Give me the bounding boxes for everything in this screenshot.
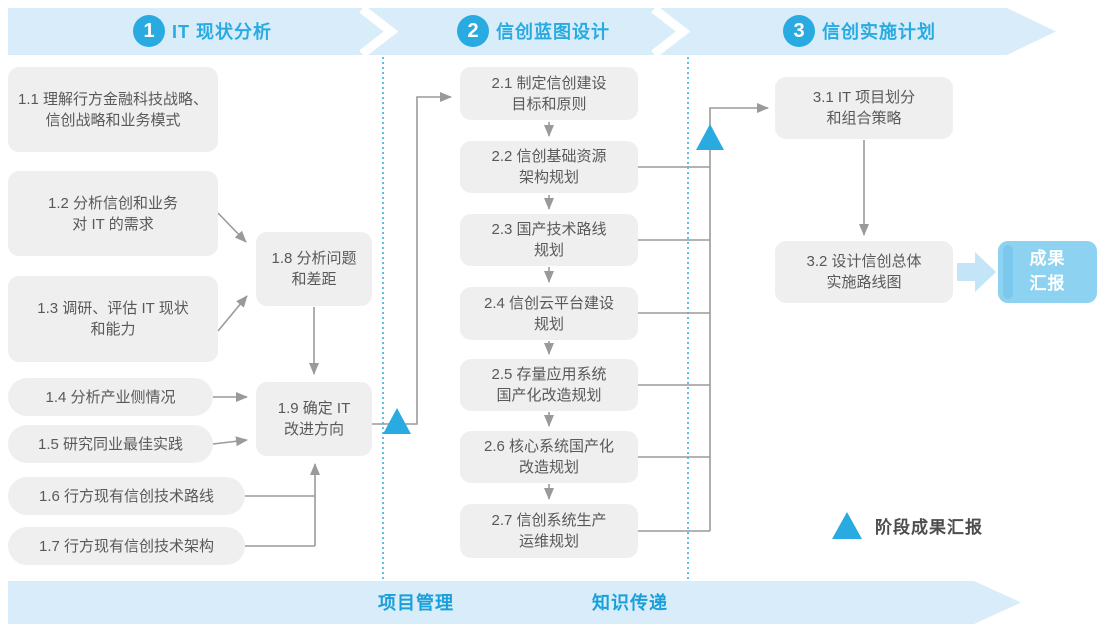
step-box-2-4: 2.4 信创云平台建设 规划 — [460, 287, 638, 340]
milestone-triangle-icon — [383, 408, 411, 434]
result-arrow-icon — [957, 252, 996, 292]
step-box-1-4: 1.4 分析产业侧情况 — [8, 378, 213, 416]
step-box-1-5: 1.5 研究同业最佳实践 — [8, 425, 213, 463]
step-box-1-8: 1.8 分析问题 和差距 — [256, 232, 372, 306]
step-box-2-3: 2.3 国产技术路线 规划 — [460, 214, 638, 266]
phase-3-number-badge: 3 — [783, 15, 815, 47]
banner-chevron-separator-1 — [359, 5, 399, 58]
connector-lines — [212, 92, 869, 547]
step-box-2-7: 2.7 信创系统生产 运维规划 — [460, 504, 638, 558]
phase-2-number-badge: 2 — [457, 15, 489, 47]
phase-3-title: 信创实施计划 — [822, 22, 936, 42]
step-box-3-2: 3.2 设计信创总体 实施路线图 — [775, 241, 953, 303]
stage-report-triangle-icon — [832, 512, 862, 539]
step-box-2-6: 2.6 核心系统国产化 改造规划 — [460, 431, 638, 483]
result-report-label: 成果 汇报 — [1029, 249, 1066, 293]
footer-knowledge-transfer-label: 知识传递 — [592, 593, 668, 613]
result-report-box: 成果 汇报 — [998, 241, 1097, 303]
footer-band — [8, 581, 1021, 624]
step-box-1-6: 1.6 行方现有信创技术路线 — [8, 477, 245, 515]
result-box-stripe — [1003, 245, 1013, 299]
step-box-2-5: 2.5 存量应用系统 国产化改造规划 — [460, 359, 638, 411]
phase-1-number-badge: 1 — [133, 15, 165, 47]
step-box-1-2: 1.2 分析信创和业务 对 IT 的需求 — [8, 171, 218, 256]
banner-chevron-separator-2 — [651, 5, 691, 58]
footer-project-management-label: 项目管理 — [378, 593, 454, 613]
legend-label: 阶段成果汇报 — [875, 518, 983, 537]
step-box-1-7: 1.7 行方现有信创技术架构 — [8, 527, 245, 565]
step-box-1-1: 1.1 理解行方金融科技战略、 信创战略和业务模式 — [8, 67, 218, 152]
legend: 阶段成果汇报 — [832, 512, 983, 539]
phase-1-title: IT 现状分析 — [172, 22, 272, 42]
milestone-triangle-icon — [696, 124, 724, 150]
phase-2-title: 信创蓝图设计 — [496, 22, 610, 42]
step-box-2-2: 2.2 信创基础资源 架构规划 — [460, 141, 638, 193]
step-box-1-9: 1.9 确定 IT 改进方向 — [256, 382, 372, 456]
step-box-2-1: 2.1 制定信创建设 目标和原则 — [460, 67, 638, 120]
step-box-1-3: 1.3 调研、评估 IT 现状 和能力 — [8, 276, 218, 362]
step-box-3-1: 3.1 IT 项目划分 和组合策略 — [775, 77, 953, 139]
